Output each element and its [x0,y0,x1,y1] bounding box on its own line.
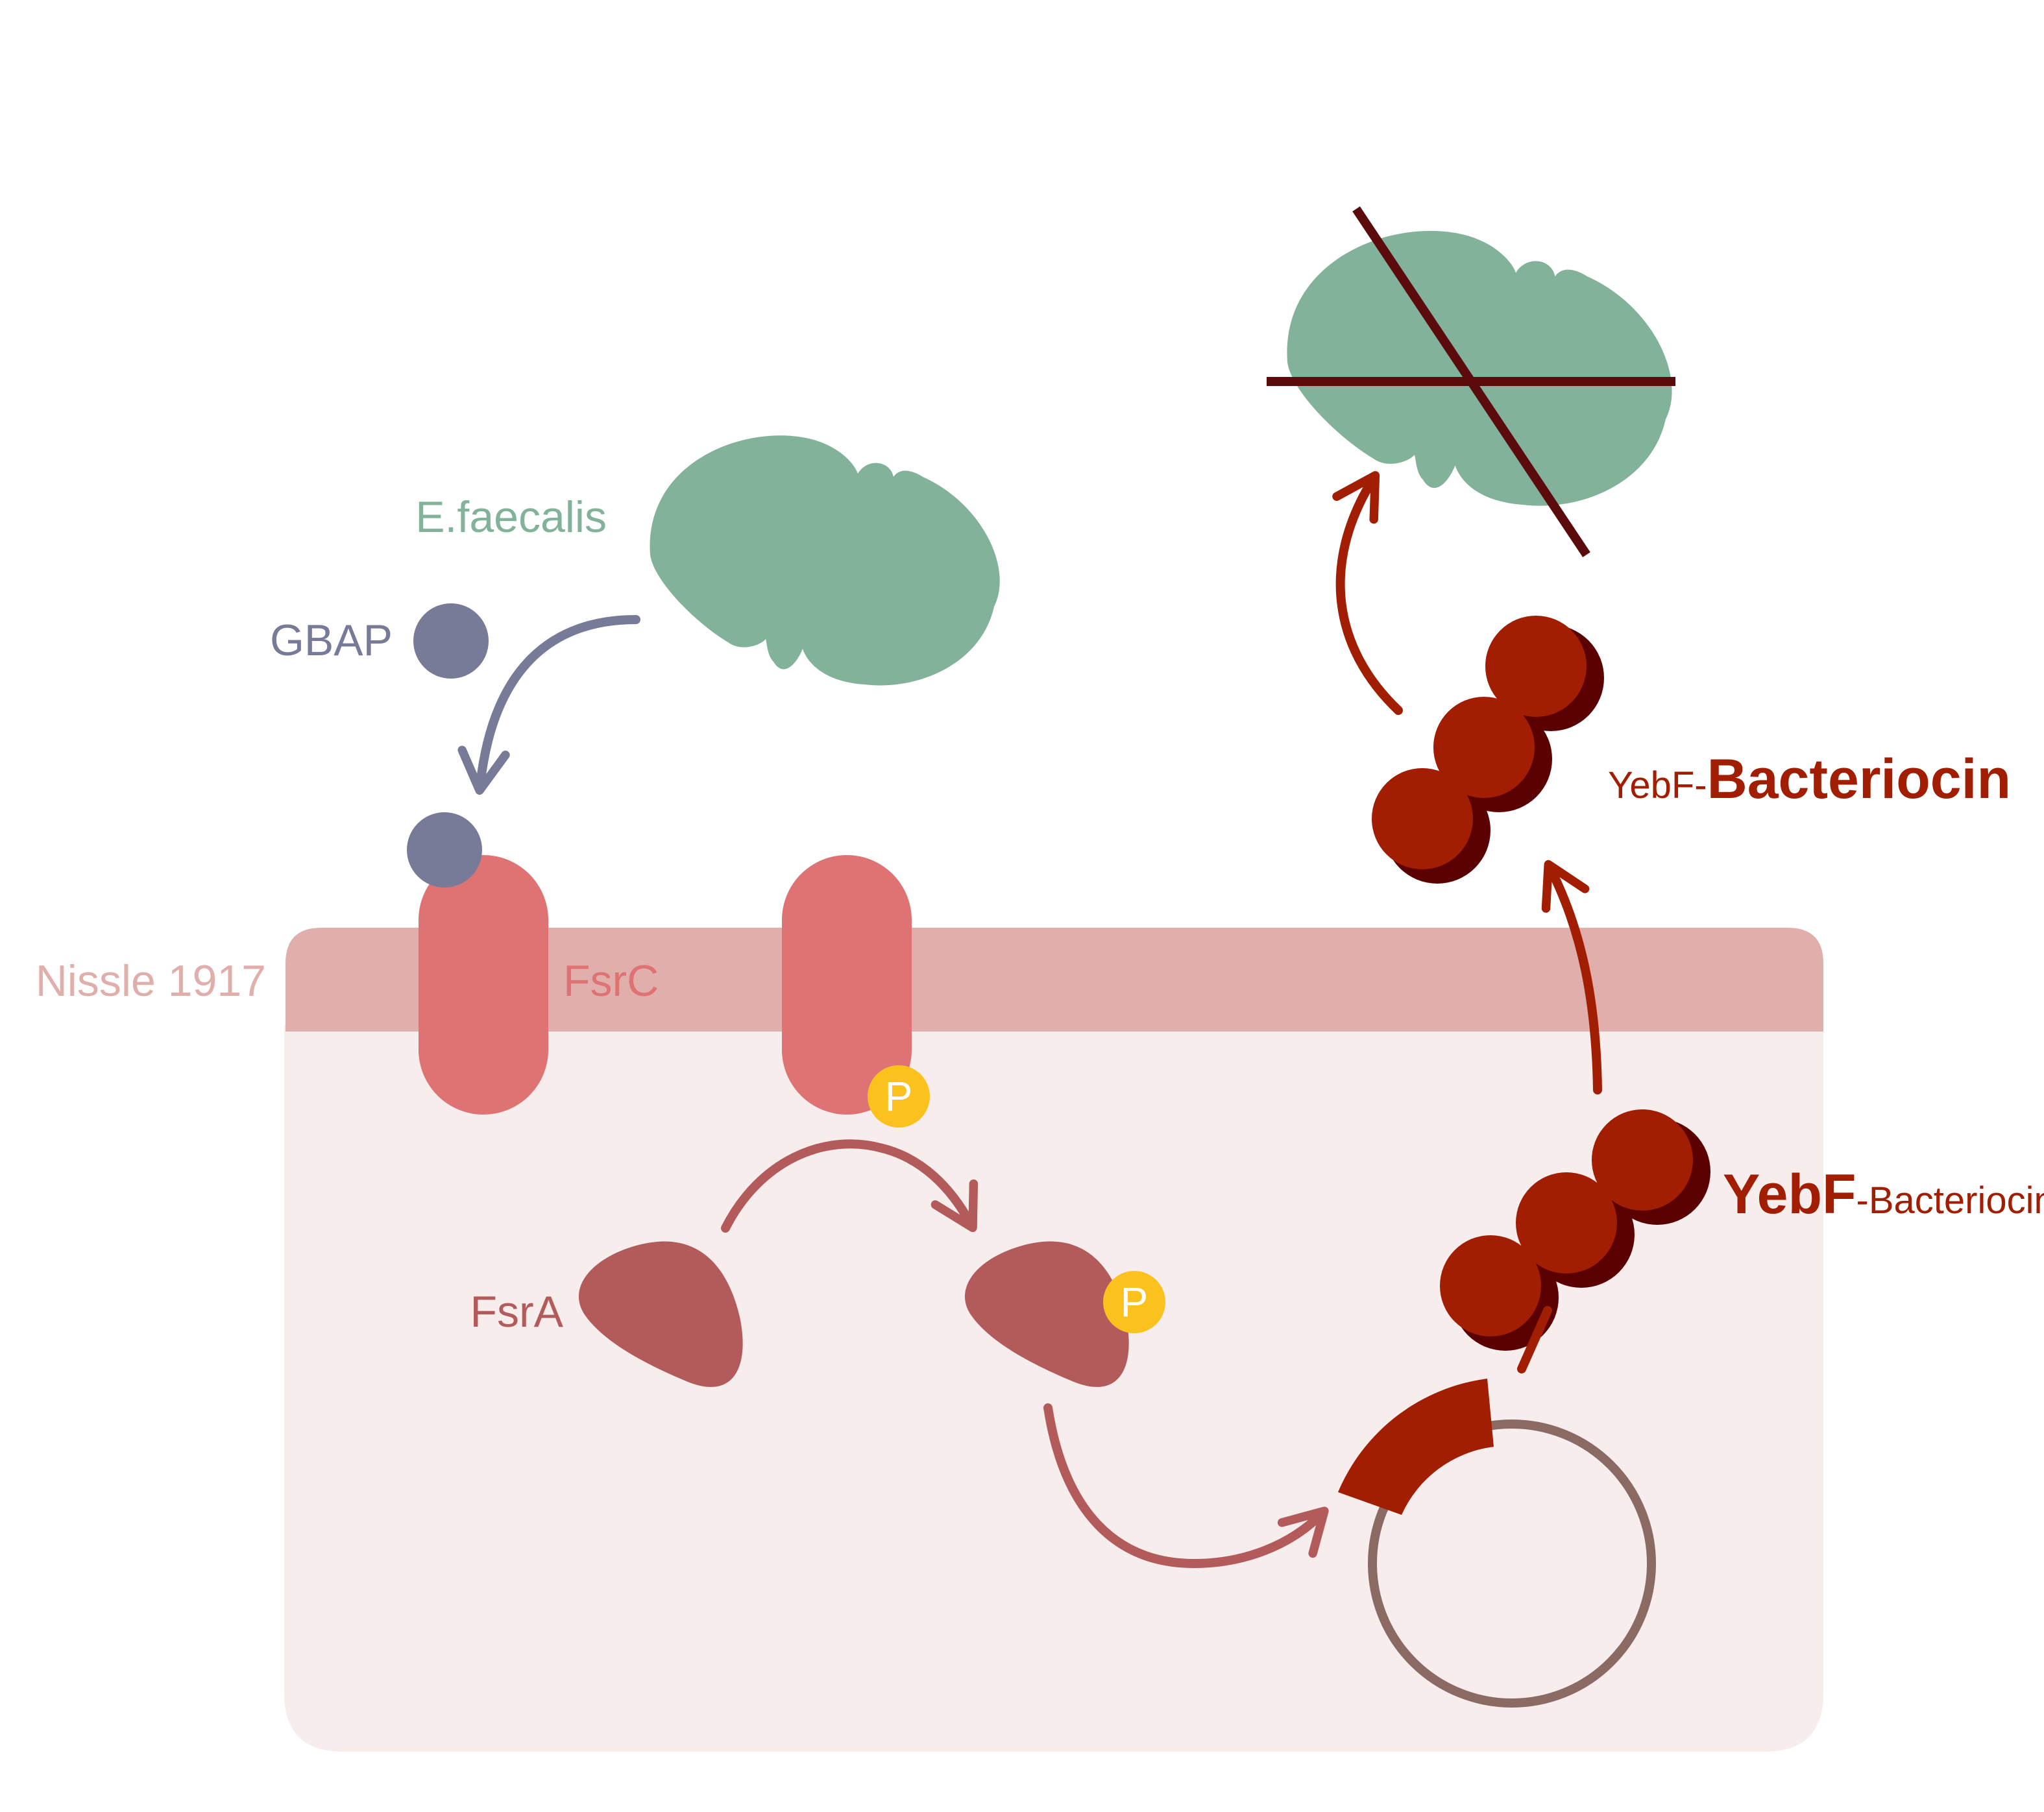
fsra-protein-phosphorylated [964,1241,1129,1387]
bacteriocin-small-text: -Bacteriocin [1856,1179,2044,1222]
fsra-label: FsrA [470,1287,563,1336]
bacteriocin-gene-segment [1338,1379,1494,1515]
yebf-bacteriocin-label-secreted: YebF-Bacteriocin [1608,748,2011,810]
yebf-bacteriocin-label-intracellular: YebF-Bacteriocin [1723,1163,2044,1226]
fsrc-receptor-unbound [419,855,548,1115]
gbap-free-circle [413,603,489,679]
phosphate-fsra-icon: P [1103,1271,1165,1333]
nissle-cell [284,928,1823,1752]
crossed-out-bacterium-icon [1267,206,1675,557]
plasmid-circle-icon [1338,1379,1656,1708]
phosphate-fsra-label: P [1121,1279,1149,1325]
expression-dash-arrow [1517,1306,1552,1373]
efaecalis-label: E.faecalis [415,492,607,542]
nissle-label: Nissle 1917 [36,956,266,1006]
cytoplasm [284,1025,1823,1752]
fsrc-label: FsrC [563,956,659,1006]
yebf-bacteriocin-complex-intracellular [1440,1109,1710,1351]
gbap-bound-circle [407,812,482,888]
fsra-protein [578,1241,743,1387]
gbap-label: GBAP [270,616,393,665]
bacteriocin-big-text: Bacteriocin [1707,748,2011,810]
cell-membrane [286,928,1823,1032]
fsrc-receptor-phosphorylated [782,855,912,1115]
phosphate-receptor-label: P [885,1073,913,1120]
transcription-activation-arrow [1043,1403,1329,1569]
yebf-big-text: YebF [1723,1163,1856,1226]
bacterium-blob-icon [650,435,1000,686]
yebf-small-text: YebF- [1608,764,1707,806]
phosphotransfer-arrow [721,1139,979,1233]
yebf-bacteriocin-complex-secreted [1372,616,1604,884]
secretion-arrow [1541,860,1602,1094]
gbap-release-arrow [457,615,640,795]
phosphate-p-icon: P [868,1065,930,1128]
killing-arrow [1332,471,1403,715]
